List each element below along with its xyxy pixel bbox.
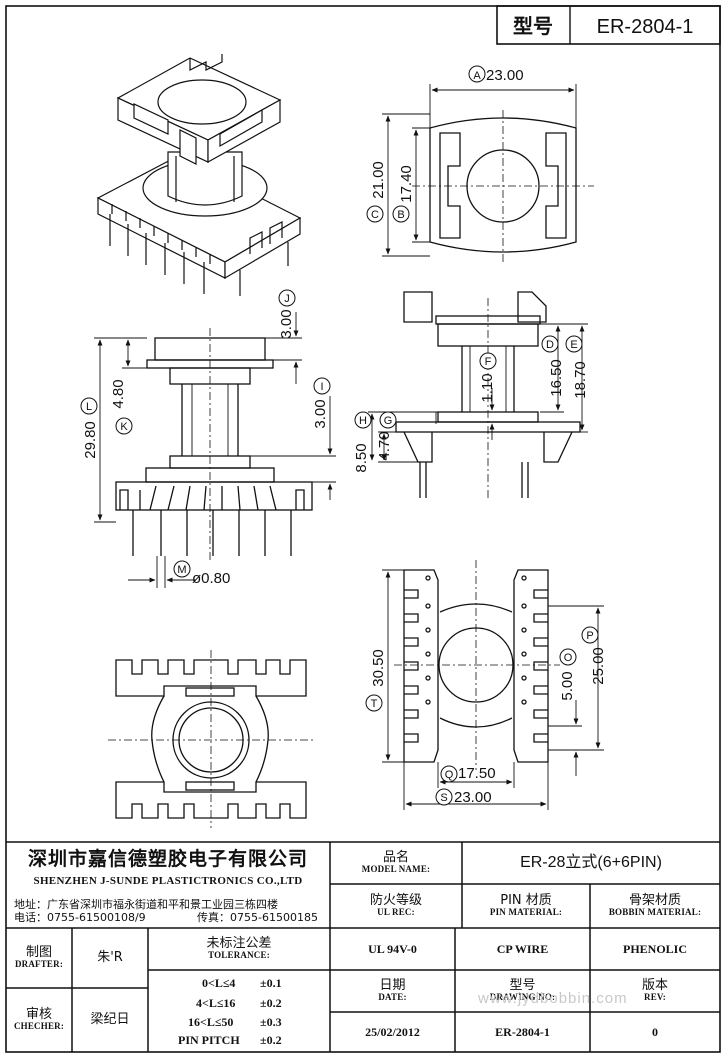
- dim-j-value: 3.00: [278, 309, 295, 338]
- drafter-value: 朱'R: [97, 950, 123, 966]
- model-name-value: ER-28立式(6+6PIN): [520, 853, 662, 871]
- checker-label: 审核 CHECHER:: [13, 1007, 65, 1032]
- header-model-label: 型号: [513, 14, 553, 38]
- front-view-dimensions: [94, 312, 336, 588]
- tolerance-label: 未标注公差 TOLERANCE:: [206, 936, 272, 961]
- rev-label: 版本 REV:: [641, 978, 668, 1003]
- model-name-label: 品名 MODEL NAME:: [361, 850, 431, 875]
- bottom-view-dimensions: [382, 569, 604, 810]
- dim-label-g: G: [384, 415, 393, 427]
- date-value: 25/02/2012: [365, 1024, 420, 1039]
- drafter-label: 制图 DRAFTER:: [14, 945, 64, 970]
- dim-label-a: A: [473, 70, 481, 82]
- dim-q-value: 17.50: [458, 765, 496, 782]
- dim-s-value: 23.00: [454, 789, 492, 806]
- dim-e-value: 18.70: [572, 361, 589, 399]
- dim-label-e: E: [570, 339, 577, 351]
- dim-label-c: C: [371, 209, 379, 221]
- company-fax: 传真：0755-61500185: [197, 911, 318, 924]
- bottom-view-labels: 30.50 T P 25.00 O 5.00 Q 17.50 S 23.00: [365, 626, 607, 806]
- dim-label-h: H: [359, 415, 367, 427]
- dim-label-b: B: [397, 209, 404, 221]
- dim-a-value: 23.00: [486, 67, 524, 84]
- company-name-en: SHENZHEN J-SUNDE PLASTICTRONICS CO.,LTD: [33, 875, 303, 888]
- drawing-no-value: ER-2804-1: [495, 1024, 550, 1039]
- tolerance-value: ±0.3: [260, 1015, 282, 1029]
- dim-g-value: 4.70: [376, 431, 393, 460]
- tolerance-range: 4<L≤16: [196, 996, 236, 1010]
- ul-rec-value: UL 94V-0: [368, 941, 417, 956]
- side-view-labels: D 16.50 E 18.70 F 1.10 G 4.70 H 8.50: [353, 335, 589, 473]
- dim-i-value: 3.00: [312, 399, 329, 428]
- tolerance-range: PIN PITCH: [178, 1033, 240, 1047]
- top-view-dimensions: [382, 84, 577, 257]
- bobbin-material-label: 骨架材质 BOBBIN MATERIAL:: [608, 893, 702, 918]
- front-view: [115, 328, 313, 560]
- company-address: 地址：广东省深圳市福永街道和平和景工业园三栋四楼: [14, 898, 278, 911]
- dim-label-o: O: [564, 652, 573, 664]
- header-box: 型号 ER-2804-1: [496, 5, 721, 45]
- company-name-cn: 深圳市嘉信德塑胶电子有限公司: [27, 848, 308, 871]
- dim-label-t: T: [371, 698, 378, 710]
- dim-c-value: 21.00: [370, 161, 387, 199]
- company-contact: 电话：0755-61500108/9 传真：0755-61500185: [14, 909, 326, 925]
- watermark: www.jydbobbin.com: [478, 990, 628, 1007]
- sheet-border: [5, 5, 721, 1053]
- ul-rec-label: 防火等级 UL REC:: [369, 893, 422, 918]
- header-model-value: ER-2804-1: [597, 16, 694, 38]
- tolerance-range: 16<L≤50: [188, 1015, 234, 1029]
- dim-label-m: M: [177, 564, 186, 576]
- checker-value: 梁纪日: [90, 1012, 130, 1028]
- dim-label-s: S: [440, 792, 447, 804]
- dim-m-value: ø0.80: [192, 570, 230, 587]
- tolerance-range: 0<L≤4: [202, 976, 236, 990]
- rev-value: 0: [652, 1024, 658, 1039]
- date-label: 日期 DATE:: [378, 978, 407, 1003]
- dim-label-k: K: [120, 421, 128, 433]
- drawing-no-label: 型号 DRAWING NO:: [489, 978, 556, 1003]
- bobbin-material-value: PHENOLIC: [622, 941, 687, 956]
- dim-k-value: 4.80: [110, 379, 127, 408]
- dim-label-f: F: [485, 356, 492, 368]
- dim-l-value: 29.80: [82, 421, 99, 459]
- dim-b-value: 17.40: [398, 165, 415, 203]
- dim-label-j: J: [284, 293, 290, 305]
- title-block-grid: [6, 841, 720, 1052]
- company-phone: 电话：0755-61500108/9: [14, 911, 146, 924]
- front-view-labels: J 3.00 I 3.00 4.80 K L 29.80 M ø0.80: [80, 289, 331, 587]
- dim-o-value: 5.00: [559, 671, 576, 700]
- tolerance-value: ±0.1: [260, 976, 282, 990]
- bottom-view: [394, 560, 560, 770]
- dim-f-value: 1.10: [479, 373, 496, 402]
- tolerance-value: ±0.2: [260, 1033, 282, 1047]
- pin-material-value: CP WIRE: [496, 941, 549, 956]
- dim-t-value: 30.50: [370, 649, 387, 687]
- tolerance-table: 0<L≤4 ±0.1 4<L≤16 ±0.2 16<L≤50 ±0.3 PIN …: [148, 972, 330, 1052]
- dim-label-p: P: [586, 630, 593, 642]
- pin-material-label: PIN 材质 PIN MATERIAL:: [489, 893, 563, 918]
- tolerance-value: ±0.2: [260, 996, 282, 1010]
- top-view: [412, 110, 594, 262]
- dim-p-value: 25.00: [590, 647, 607, 685]
- dim-label-l: L: [86, 401, 92, 413]
- dim-h-value: 8.50: [353, 443, 370, 472]
- side-view: [395, 291, 581, 500]
- dim-label-d: D: [546, 339, 554, 351]
- top-view-labels: A 23.00 17.40 B 21.00 C: [366, 65, 524, 223]
- dim-label-q: Q: [445, 769, 454, 781]
- bottom-left-view: [108, 650, 314, 828]
- isometric-view: [96, 54, 302, 296]
- dim-d-value: 16.50: [548, 359, 565, 397]
- dim-label-i: I: [320, 381, 323, 393]
